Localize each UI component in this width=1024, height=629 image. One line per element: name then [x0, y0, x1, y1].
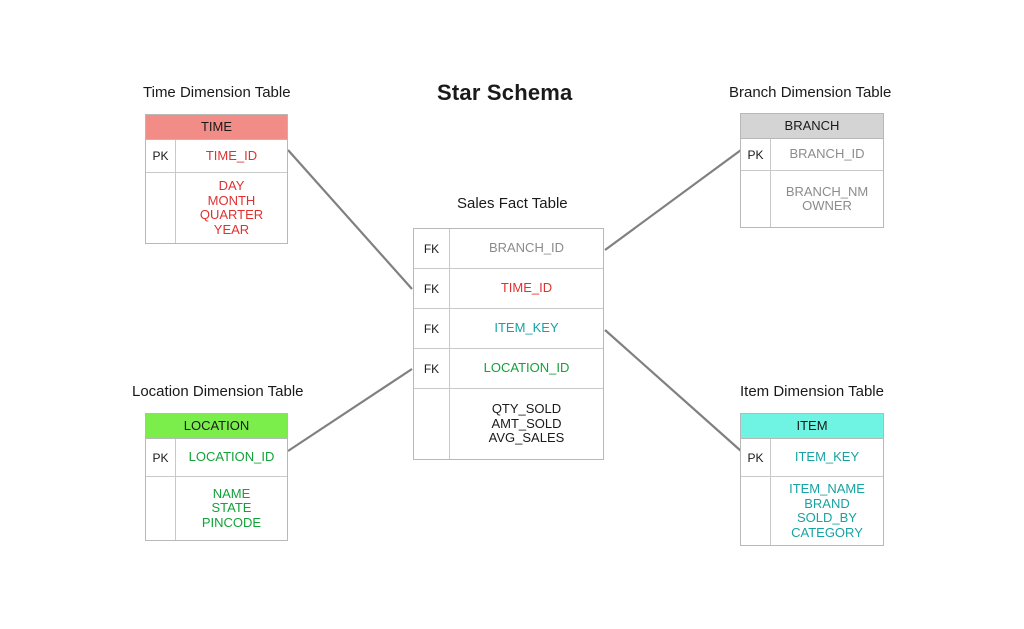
connector-item-to-fact [604, 329, 742, 452]
entity-time-key-label: PK [146, 140, 176, 172]
field-branch-nm: BRANCH_NM [785, 183, 869, 199]
entity-item-key-field: ITEM_KEY [771, 439, 883, 476]
field-branch-id: BRANCH_ID [789, 146, 865, 162]
entity-time-attributes: DAY MONTH QUARTER YEAR [176, 173, 287, 243]
entity-branch-attributes-row: BRANCH_NM OWNER [741, 171, 883, 227]
entity-branch-header: BRANCH [741, 114, 883, 139]
entity-location[interactable]: LOCATION PK LOCATION_ID NAME STATE PINCO… [145, 413, 288, 541]
field-location-id: LOCATION_ID [188, 449, 275, 465]
caption-sales-fact-table: Sales Fact Table [457, 195, 568, 212]
entity-item-attr-key-cell [741, 477, 771, 545]
entity-time-key-row: PK TIME_ID [146, 140, 287, 173]
fact-row-branch-id: FK BRANCH_ID [414, 229, 603, 269]
field-brand: BRAND [804, 495, 850, 511]
field-category: CATEGORY [791, 524, 863, 540]
entity-location-key-field: LOCATION_ID [176, 439, 287, 476]
fact-row-measures-key [414, 389, 450, 459]
entity-time-header: TIME [146, 115, 287, 140]
entity-time[interactable]: TIME PK TIME_ID DAY MONTH QUARTER YEAR [145, 114, 288, 244]
fact-row-time-id-field-cell: TIME_ID [450, 269, 603, 308]
fact-measures: QTY_SOLD AMT_SOLD AVG_SALES [450, 389, 603, 459]
entity-branch-key-field: BRANCH_ID [771, 139, 883, 170]
entity-time-attributes-row: DAY MONTH QUARTER YEAR [146, 173, 287, 243]
fact-field-avg-sales: AVG_SALES [488, 430, 565, 446]
field-pincode: PINCODE [201, 514, 262, 530]
entity-item[interactable]: ITEM PK ITEM_KEY ITEM_NAME BRAND SOLD_BY… [740, 413, 884, 546]
fact-row-location-id-field-cell: LOCATION_ID [450, 349, 603, 388]
page-title: Star Schema [437, 80, 573, 105]
entity-location-attr-key-cell [146, 477, 176, 540]
entity-item-attributes-row: ITEM_NAME BRAND SOLD_BY CATEGORY [741, 477, 883, 545]
fact-row-item-key: FK ITEM_KEY [414, 309, 603, 349]
entity-location-attributes: NAME STATE PINCODE [176, 477, 287, 540]
caption-branch-dimension-table: Branch Dimension Table [729, 84, 892, 101]
fact-field-time-id: TIME_ID [500, 280, 553, 296]
field-time-id: TIME_ID [205, 147, 258, 163]
field-state: STATE [211, 500, 252, 516]
caption-item-dimension-table: Item Dimension Table [740, 383, 884, 400]
fact-row-time-id-key: FK [414, 269, 450, 308]
fact-field-branch-id: BRANCH_ID [488, 240, 565, 256]
fact-row-branch-id-key: FK [414, 229, 450, 268]
entity-location-header: LOCATION [146, 414, 287, 439]
entity-branch-attr-key-cell [741, 171, 771, 227]
entity-time-key-field: TIME_ID [176, 140, 287, 172]
entity-branch[interactable]: BRANCH PK BRANCH_ID BRANCH_NM OWNER [740, 113, 884, 228]
field-year: YEAR [213, 221, 250, 237]
fact-field-amt-sold: AMT_SOLD [491, 415, 562, 431]
field-owner: OWNER [802, 198, 852, 213]
field-sold-by: SOLD_BY [797, 510, 857, 525]
entity-item-attributes: ITEM_NAME BRAND SOLD_BY CATEGORY [771, 477, 883, 545]
field-item-key: ITEM_KEY [794, 449, 860, 465]
connector-time-to-fact [287, 149, 413, 290]
field-item-name: ITEM_NAME [789, 481, 865, 496]
field-quarter: QUARTER [199, 207, 264, 222]
entity-item-header: ITEM [741, 414, 883, 439]
connector-branch-to-fact [604, 149, 742, 251]
entity-location-attributes-row: NAME STATE PINCODE [146, 477, 287, 540]
connector-location-to-fact [287, 368, 413, 452]
field-day: DAY [218, 178, 245, 193]
fact-row-item-key-field-cell: ITEM_KEY [450, 309, 603, 348]
fact-row-time-id: FK TIME_ID [414, 269, 603, 309]
fact-row-location-id-key: FK [414, 349, 450, 388]
fact-row-measures: QTY_SOLD AMT_SOLD AVG_SALES [414, 389, 603, 459]
entity-branch-attributes: BRANCH_NM OWNER [771, 171, 883, 227]
fact-field-item-key: ITEM_KEY [494, 320, 559, 336]
caption-location-dimension-table: Location Dimension Table [132, 383, 304, 400]
field-name: NAME [212, 485, 251, 501]
entity-item-key-label: PK [741, 439, 771, 476]
fact-row-item-key-key: FK [414, 309, 450, 348]
fact-row-branch-id-field-cell: BRANCH_ID [450, 229, 603, 268]
entity-item-key-row: PK ITEM_KEY [741, 439, 883, 477]
fact-row-location-id: FK LOCATION_ID [414, 349, 603, 389]
entity-time-attr-key-cell [146, 173, 176, 243]
fact-field-qty-sold: QTY_SOLD [491, 401, 562, 417]
entity-location-key-label: PK [146, 439, 176, 476]
entity-branch-key-label: PK [741, 139, 771, 170]
entity-location-key-row: PK LOCATION_ID [146, 439, 287, 477]
fact-field-location-id: LOCATION_ID [483, 360, 570, 376]
field-month: MONTH [207, 192, 256, 208]
entity-branch-key-row: PK BRANCH_ID [741, 139, 883, 171]
entity-sales-fact[interactable]: FK BRANCH_ID FK TIME_ID FK ITEM_KEY FK L… [413, 228, 604, 460]
caption-time-dimension-table: Time Dimension Table [143, 84, 291, 101]
